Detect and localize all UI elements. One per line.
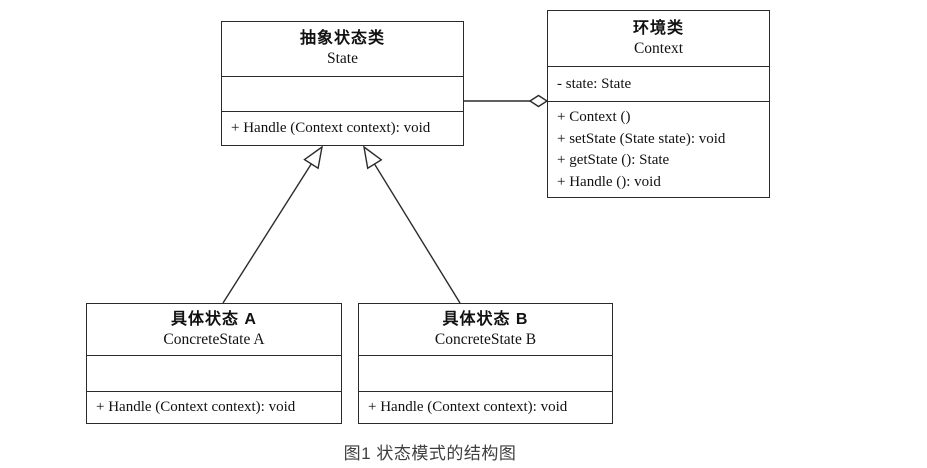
class-title-cn: 环境类 — [632, 19, 684, 37]
aggregation-connector — [464, 94, 549, 108]
class-title-cn: 具体状态 A — [170, 310, 257, 328]
method-setstate: + setState (State state): void — [557, 130, 726, 147]
class-attributes-empty — [87, 356, 341, 392]
class-methods: + Context () + setState (State state): v… — [548, 102, 769, 197]
class-attributes-empty — [359, 356, 612, 392]
class-box-concrete-state-b: 具体状态 B ConcreteState B + Handle (Context… — [358, 303, 613, 424]
class-attributes: - state: State — [548, 67, 769, 102]
class-box-concrete-state-a: 具体状态 A ConcreteState A + Handle (Context… — [86, 303, 342, 424]
method-handle: + Handle (Context context): void — [96, 399, 296, 415]
class-title-cn: 抽象状态类 — [299, 30, 385, 48]
class-title-en: ConcreteState A — [163, 330, 265, 348]
class-methods: + Handle (Context context): void — [87, 392, 341, 423]
class-title-cn: 具体状态 B — [442, 310, 529, 328]
inheritance-arrow-a — [222, 145, 324, 304]
class-title-en: State — [327, 50, 358, 68]
class-title-en: ConcreteState B — [434, 330, 537, 348]
inheritance-arrow-b — [363, 145, 461, 304]
figure-caption: 图1 状态模式的结构图 — [343, 444, 517, 463]
method-handle: + Handle (Context context): void — [231, 120, 431, 136]
inheritance-triangle-icon — [303, 145, 324, 170]
class-attributes-empty — [222, 77, 463, 112]
class-title: 环境类 Context — [548, 11, 769, 67]
class-title: 具体状态 B ConcreteState B — [359, 304, 612, 356]
method-constructor: + Context () — [557, 109, 631, 125]
class-methods: + Handle (Context context): void — [359, 392, 612, 423]
aggregation-diamond-icon — [528, 94, 549, 108]
method-handle: + Handle (): void — [557, 173, 661, 190]
class-box-context: 环境类 Context - state: State + Context () … — [547, 10, 770, 198]
class-title: 具体状态 A ConcreteState A — [87, 304, 341, 356]
method-getstate: + getState (): State — [557, 152, 670, 168]
class-title-en: Context — [633, 39, 684, 57]
method-handle: + Handle (Context context): void — [368, 399, 568, 415]
inheritance-triangle-icon — [363, 145, 383, 170]
class-methods: + Handle (Context context): void — [222, 112, 463, 145]
attribute-state: - state: State — [557, 75, 632, 92]
class-title: 抽象状态类 State — [222, 22, 463, 77]
class-box-state: 抽象状态类 State + Handle (Context context): … — [221, 21, 464, 146]
